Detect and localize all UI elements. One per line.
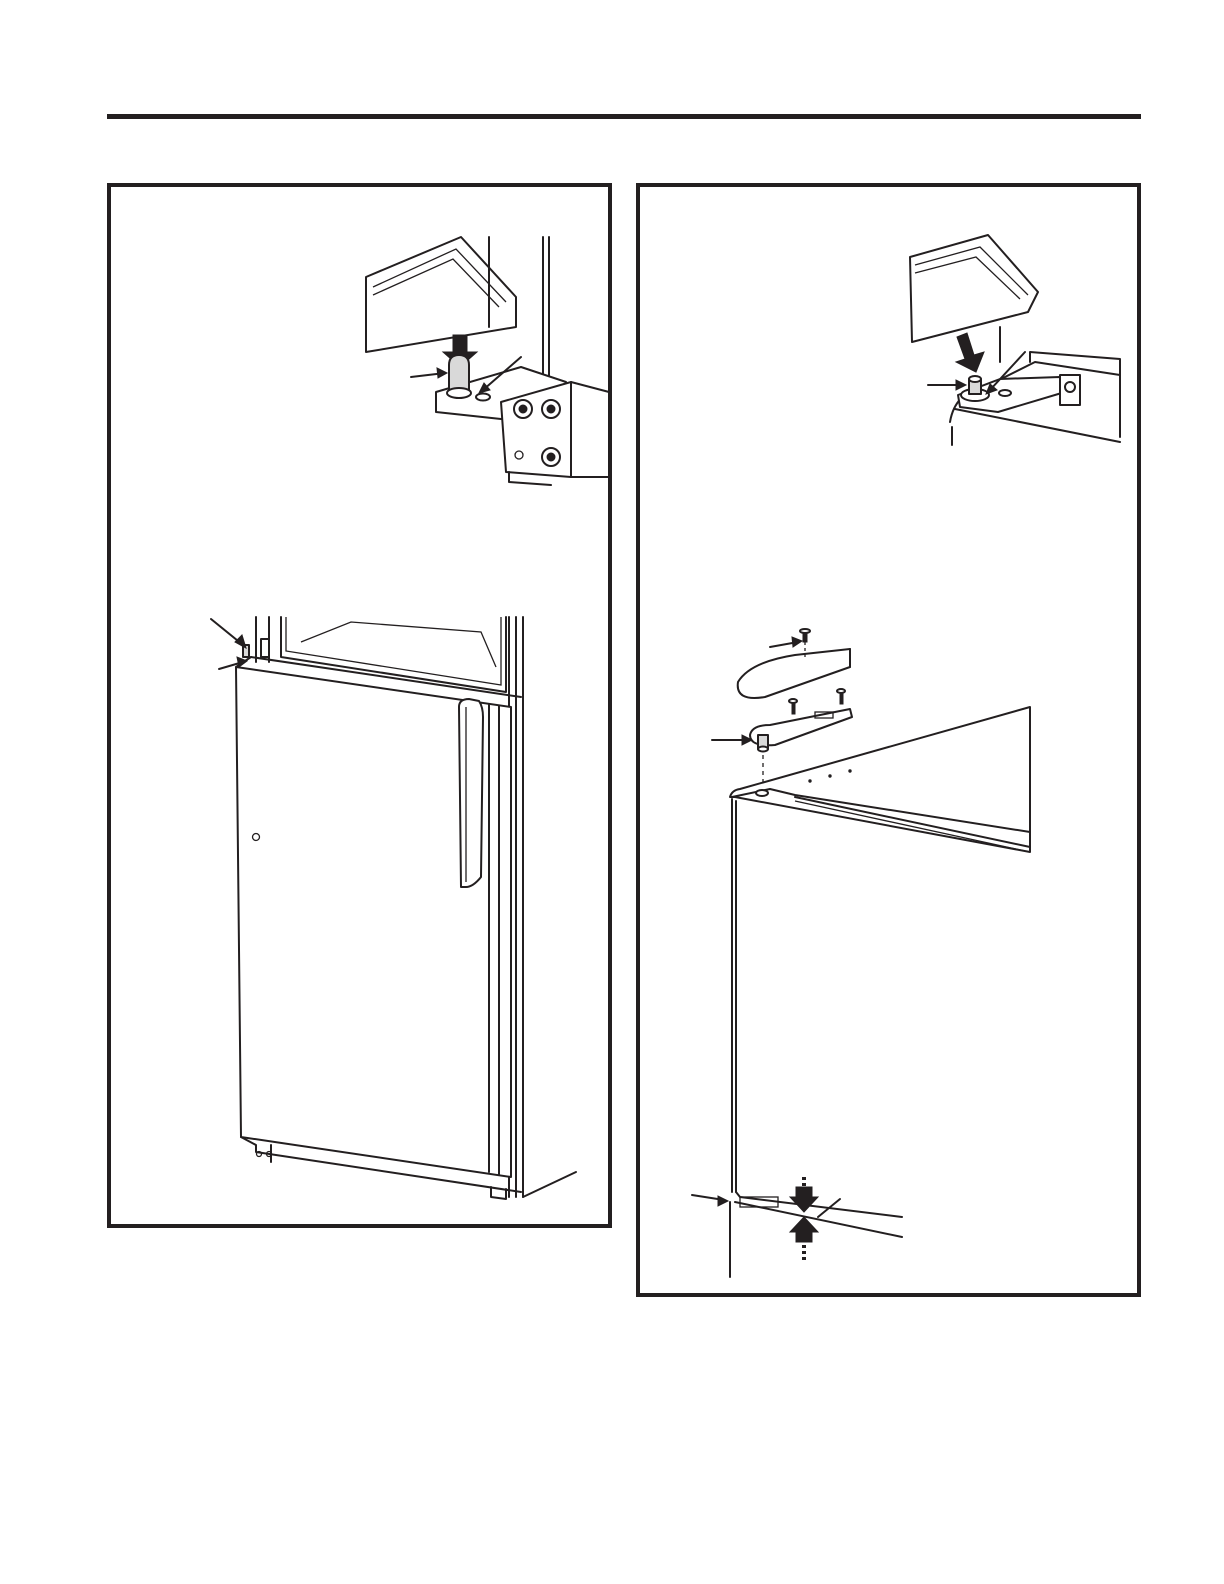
door-body: [730, 707, 1030, 1217]
gap-callout-arrow-icon: [692, 1195, 728, 1206]
screw-icon: [800, 629, 810, 642]
hinge-bracket-detail: [436, 355, 609, 485]
refrigerator-overview: [236, 617, 576, 1199]
right-figure-panel: [636, 183, 1141, 1297]
lower-gap-detail: [730, 1197, 902, 1277]
left-figure-panel: [107, 183, 612, 1228]
pin-callout-arrow-icon: [411, 368, 447, 378]
header-rule: [107, 114, 1141, 119]
pin-callout-arrow-icon: [928, 380, 966, 390]
top-pin-callout-arrow-icon: [211, 619, 246, 648]
left-illustration: [111, 187, 616, 1232]
door-lower-detail: [910, 235, 1038, 362]
down-arrow-icon: [956, 333, 984, 372]
screw-arrow-icon: [770, 637, 802, 647]
right-illustration: [640, 187, 1145, 1301]
hinge-cover-exploded: [738, 642, 850, 698]
plate-arrow-icon: [712, 735, 752, 745]
